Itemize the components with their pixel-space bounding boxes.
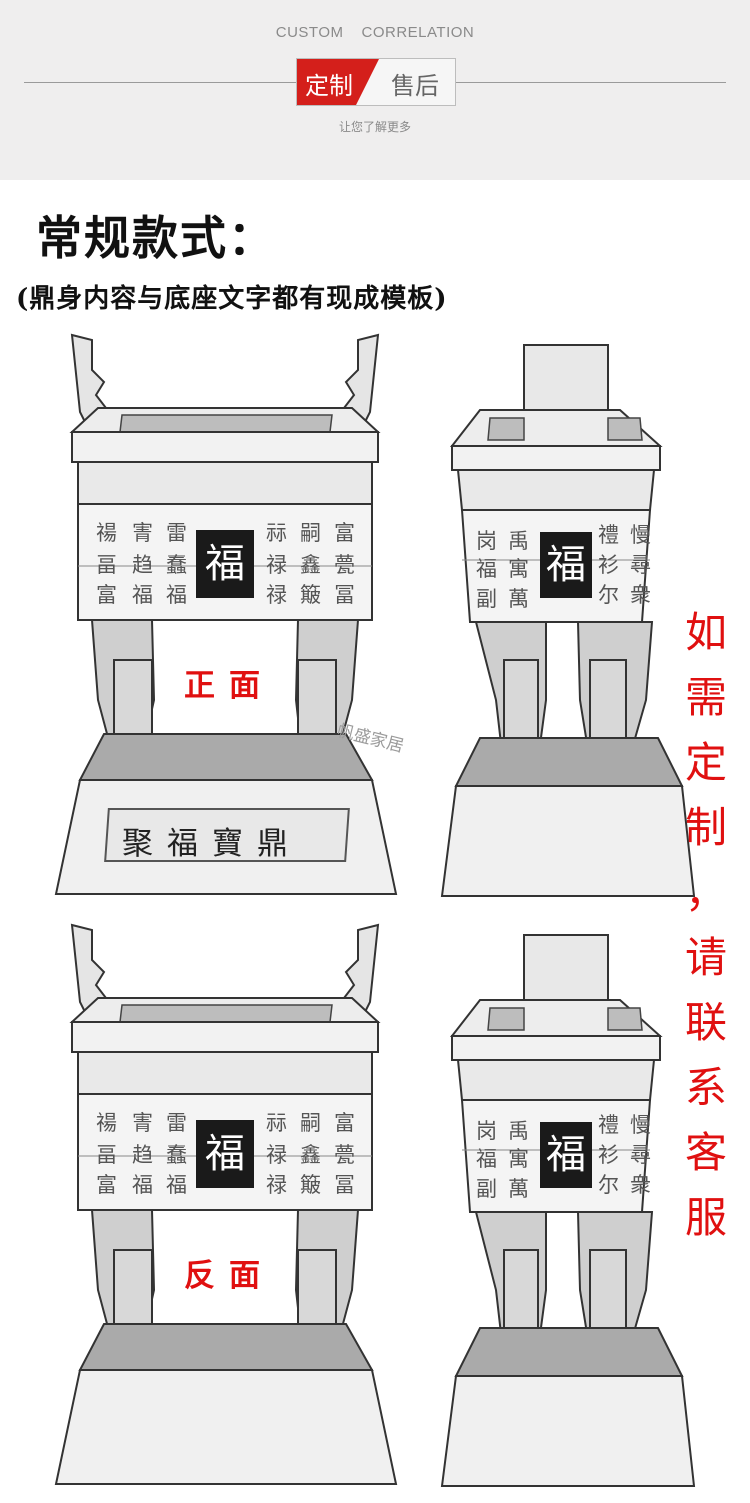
seal-side-top: 福 xyxy=(540,532,592,598)
ding-back-view xyxy=(55,924,397,1485)
header-english-title: CUSTOM CORRELATION xyxy=(0,24,750,41)
note-char: 请 xyxy=(684,933,727,982)
custom-note-vertical: 如 需 定 制 ， 请 联 系 客 服 xyxy=(676,600,736,1250)
badge-custom-tab: 定制 xyxy=(297,59,379,105)
badge-custom-label: 定制 xyxy=(305,72,353,100)
note-char: 客 xyxy=(684,1128,727,1177)
note-char: 制 xyxy=(684,803,727,852)
label-front: 正面 xyxy=(184,668,274,704)
note-char: 系 xyxy=(684,1063,727,1112)
seal-front: 福 xyxy=(196,530,254,598)
section-subtitle: (鼎身内容与底座文字都有现成模板) xyxy=(16,284,448,314)
header-divider-left xyxy=(24,82,296,83)
section-title: 常规款式： xyxy=(36,211,276,265)
header-divider-right xyxy=(456,82,726,83)
base-plaque-text: 聚福寶鼎 xyxy=(122,826,302,862)
note-char: 服 xyxy=(684,1193,727,1242)
note-char: 需 xyxy=(684,673,727,722)
header-en-left: CUSTOM xyxy=(275,24,344,41)
seal-back: 福 xyxy=(196,1120,254,1188)
note-char: ， xyxy=(684,868,727,917)
header-en-right: CORRELATION xyxy=(361,24,475,41)
note-char: 联 xyxy=(684,998,727,1047)
seal-side-bottom: 福 xyxy=(540,1122,592,1188)
header-subtitle: 让您了解更多 xyxy=(338,120,411,134)
ding-side-view-bottom xyxy=(441,934,695,1487)
badge-aftersale-label: 售后 xyxy=(391,72,439,100)
note-char: 如 xyxy=(684,608,727,657)
note-char: 定 xyxy=(684,738,727,787)
label-back: 反面 xyxy=(184,1258,274,1294)
ding-side-view-top xyxy=(441,344,695,897)
header-badge: 定制 售后 xyxy=(296,58,456,106)
